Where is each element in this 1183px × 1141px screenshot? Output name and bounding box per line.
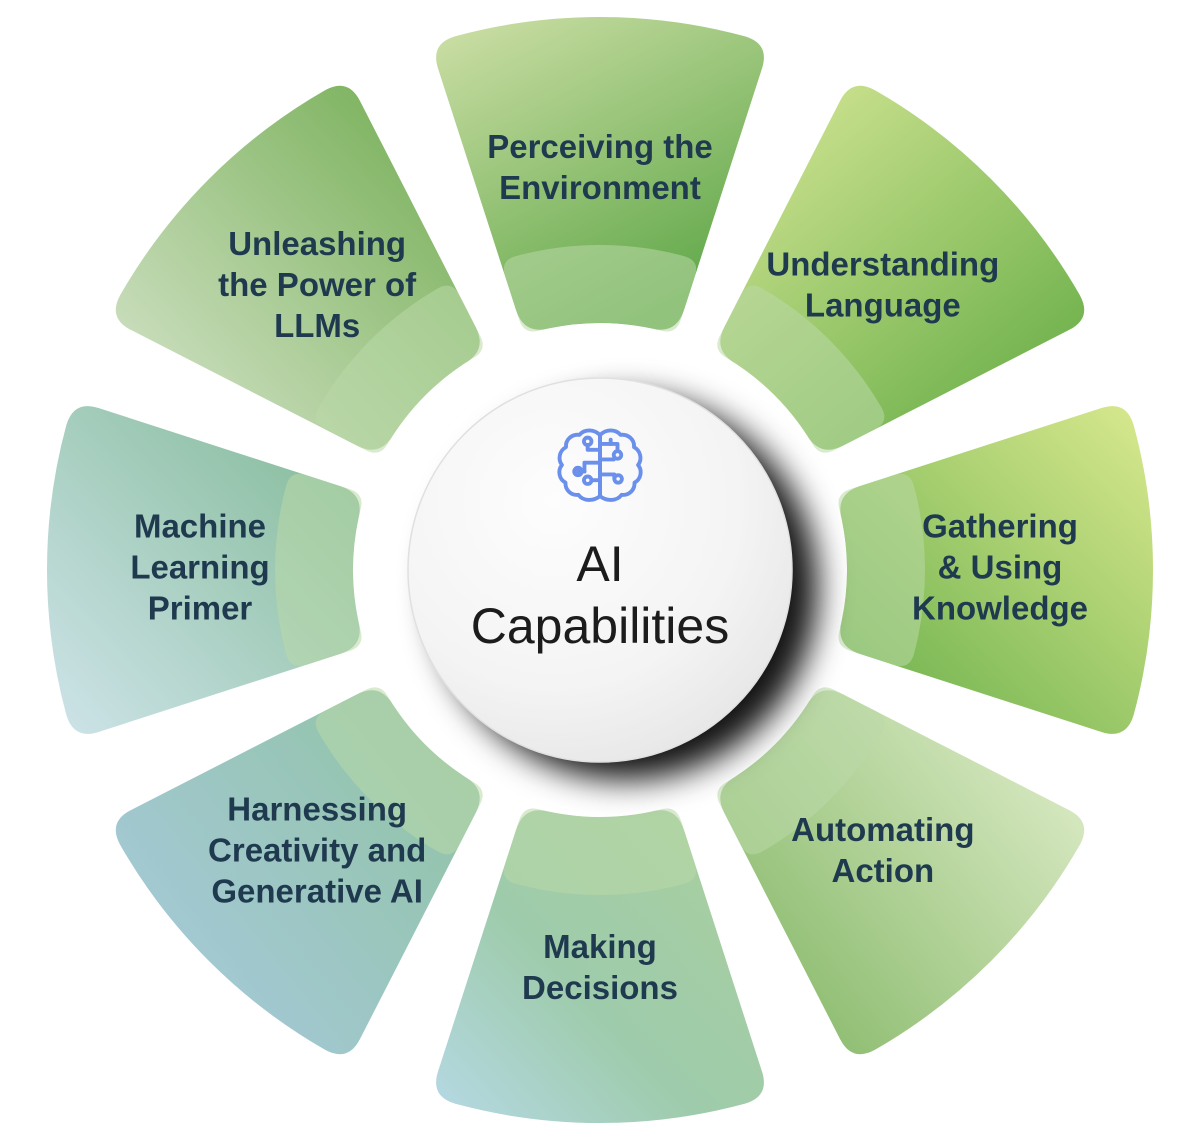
segment-perceiving-the-environment[interactable] — [436, 16, 764, 330]
center-title-line2: Capabilities — [471, 598, 729, 654]
inner-ring-arc — [838, 473, 926, 667]
inner-highlight-ring — [274, 244, 926, 896]
inner-ring-arc — [274, 473, 362, 667]
segment-gathering-and-using-knowledge[interactable] — [840, 406, 1154, 734]
segment-machine-learning-primer[interactable] — [46, 406, 360, 734]
center-title-line1: AI — [576, 536, 623, 592]
center-hub-circle — [407, 377, 793, 763]
inner-ring-arc — [315, 687, 483, 855]
inner-ring-arc — [503, 244, 697, 332]
inner-ring-arc — [717, 687, 885, 855]
inner-ring-arc — [315, 285, 483, 453]
brain-circuit-icon — [557, 428, 643, 502]
segment-making-decisions[interactable] — [436, 810, 764, 1124]
inner-ring-arc — [717, 285, 885, 453]
center-hub[interactable]: AI Capabilities — [407, 377, 793, 763]
inner-ring-arc — [503, 808, 697, 896]
